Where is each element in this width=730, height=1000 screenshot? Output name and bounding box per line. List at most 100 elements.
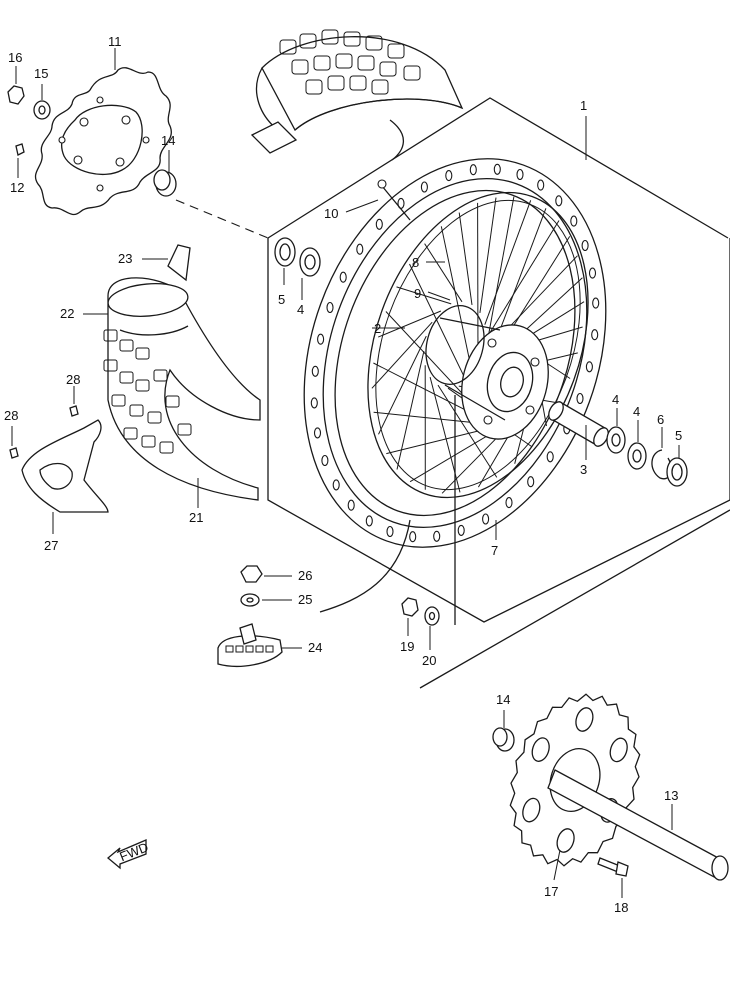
axle: [547, 769, 729, 881]
rim-hole: [311, 365, 319, 377]
callout-28-lower: 28: [4, 408, 18, 423]
leader-lines: [11, 48, 680, 898]
rim-hole: [317, 333, 325, 345]
oil-seal-left: [274, 237, 296, 267]
rim-hole: [326, 301, 334, 314]
sprocket-cutout: [531, 737, 550, 762]
callout-26: 26: [298, 568, 312, 583]
spacer-collar-left: [153, 169, 177, 197]
callout-21: 21: [189, 510, 203, 525]
rim-lock-nut: [240, 565, 263, 583]
callout-22: 22: [60, 306, 74, 321]
callout-3: 3: [580, 462, 587, 477]
spoke: [378, 310, 442, 338]
rim-hole: [527, 476, 535, 488]
callout-24: 24: [308, 640, 322, 655]
rim-hole: [581, 239, 589, 252]
callout-4-right-b: 4: [633, 404, 640, 419]
fwd-arrow-label: FWD: [117, 839, 150, 864]
guard-bolt-a: [9, 447, 19, 459]
rim-hole: [591, 329, 599, 341]
spoke: [479, 197, 497, 313]
callout-6: 6: [657, 412, 664, 427]
rim-hole: [555, 195, 563, 207]
callout-19: 19: [400, 639, 414, 654]
callout-7: 7: [491, 543, 498, 558]
callout-5-right: 5: [675, 428, 682, 443]
callout-5-left: 5: [278, 292, 285, 307]
rim-hole: [576, 392, 584, 405]
rim-hole: [347, 499, 355, 511]
rim-hole: [365, 515, 373, 527]
callout-17: 17: [544, 884, 558, 899]
spoke: [458, 212, 473, 305]
rim-hole: [445, 170, 453, 182]
sprocket-cutout: [575, 707, 594, 732]
rim-hole: [469, 164, 477, 176]
sprocket-cutout: [522, 797, 541, 823]
guard-bolt-b: [69, 405, 79, 417]
callout-10: 10: [324, 206, 338, 221]
callout-14-disc: 14: [161, 133, 175, 148]
rim-hole: [482, 513, 490, 525]
sprocket-box: [419, 509, 730, 689]
rim-hole: [409, 531, 417, 543]
wheel-bearing-right-a: [606, 426, 626, 454]
rim-hole: [493, 163, 501, 175]
sprocket-collar: [492, 727, 515, 752]
rim-hole: [546, 451, 554, 463]
disc-bolt: [15, 143, 25, 156]
brake-disc-guard: [21, 419, 109, 513]
rim-hole: [505, 497, 513, 509]
disc-washer: [33, 100, 51, 120]
spoke: [484, 200, 532, 325]
callout-8: 8: [412, 255, 419, 270]
disc-nut: [7, 85, 25, 105]
rim-hole: [332, 479, 340, 491]
callout-1: 1: [580, 98, 587, 113]
rim-hole: [339, 271, 347, 283]
rim-hole: [570, 215, 578, 227]
sprocket-cutout: [556, 828, 575, 853]
spoke: [485, 220, 560, 340]
inner-tube: [103, 244, 261, 501]
callout-2: 2: [374, 321, 381, 336]
rim-lock: [217, 623, 283, 667]
spoke: [440, 226, 475, 384]
spoke: [493, 208, 547, 346]
callout-14-sprocket: 14: [496, 692, 510, 707]
rim-hole: [585, 361, 593, 373]
spoke: [504, 236, 571, 340]
rim-spoke-holes: [310, 163, 600, 543]
rim-hole: [457, 524, 465, 536]
rim-hole: [386, 525, 394, 538]
rim-hole: [433, 530, 441, 542]
callout-28-upper: 28: [66, 372, 80, 387]
rim-hole: [537, 179, 545, 191]
rim-hole: [321, 454, 329, 467]
sprocket-cutout: [609, 737, 628, 763]
wheel-hub: [425, 305, 549, 440]
callout-labels: 1 2 3 4 4 4 5 5 6 7 8 9 10 11 12 13 14 1…: [4, 34, 682, 915]
wheel-assembly-box: [175, 97, 730, 623]
wheel-bearing-right-b: [627, 442, 647, 470]
callout-4-left: 4: [297, 302, 304, 317]
spoke: [396, 286, 452, 305]
rim-hole: [592, 297, 600, 309]
callout-15: 15: [34, 66, 48, 81]
tire-upper: [250, 29, 464, 161]
callout-12: 12: [10, 180, 24, 195]
callout-4-right-a: 4: [612, 392, 619, 407]
hub-washer: [424, 606, 440, 626]
rim-lock-washer: [240, 593, 260, 607]
forward-direction-arrow: FWD: [106, 839, 150, 870]
sprocket-bolt: [597, 857, 629, 877]
rim-hole: [420, 181, 428, 193]
callout-13: 13: [664, 788, 678, 803]
oil-seal-right: [666, 457, 688, 487]
rim-hole: [588, 267, 597, 279]
callout-20: 20: [422, 653, 436, 668]
callout-11: 11: [108, 34, 122, 49]
callout-27: 27: [44, 538, 58, 553]
